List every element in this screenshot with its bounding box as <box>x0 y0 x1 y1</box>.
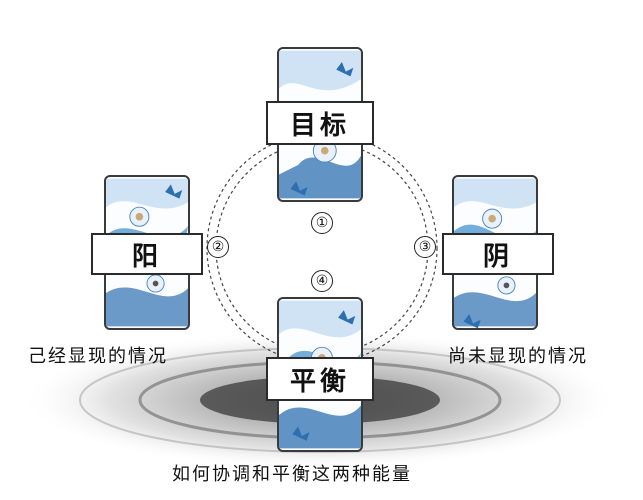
node-label-right: 阴 <box>442 233 554 275</box>
caption-bottom: 如何协调和平衡这两种能量 <box>172 464 412 485</box>
node-label-bottom: 平衡 <box>266 357 374 401</box>
position-number-3: ③ <box>414 236 436 258</box>
position-number-4: ④ <box>311 270 333 292</box>
caption-left: 己经显现的情况 <box>28 346 168 367</box>
position-number-1: ① <box>311 212 333 234</box>
node-label-left: 阳 <box>91 233 203 275</box>
caption-right: 尚未显现的情况 <box>448 346 588 367</box>
position-number-2: ② <box>207 236 229 258</box>
node-label-top: 目标 <box>266 101 374 145</box>
